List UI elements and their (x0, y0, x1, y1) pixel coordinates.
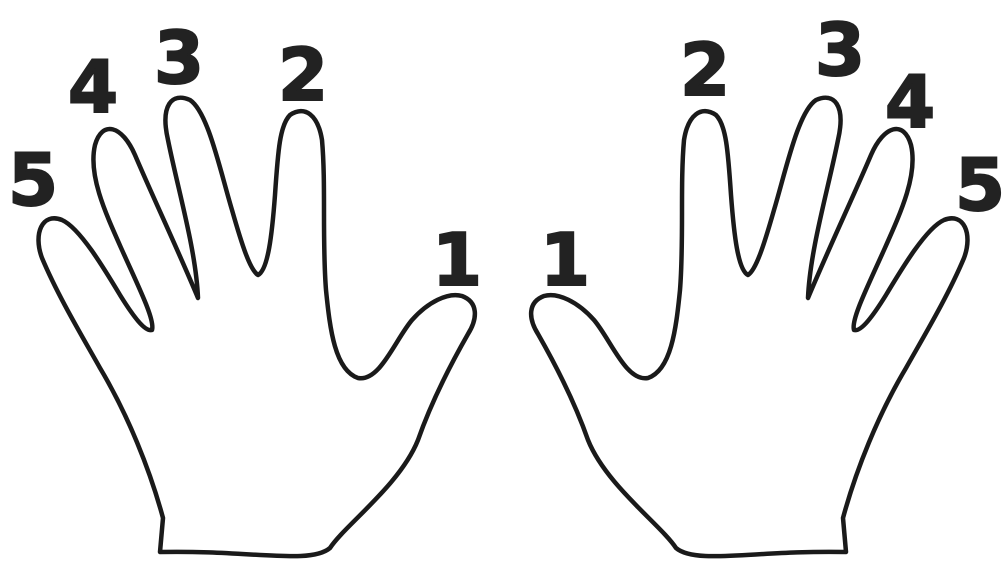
right-hand-labels: 1 2 3 4 5 (540, 8, 1005, 302)
right-thumb-label: 1 (540, 218, 590, 302)
left-hand-outline (39, 98, 475, 556)
left-ring-label: 4 (68, 45, 118, 129)
right-middle-label: 3 (815, 8, 865, 92)
right-hand (531, 98, 967, 556)
right-ring-label: 4 (885, 60, 935, 144)
left-hand: 5 4 3 2 1 (8, 16, 482, 556)
left-pinky-label: 5 (8, 138, 58, 222)
left-middle-label: 3 (154, 16, 204, 100)
right-index-label: 2 (680, 28, 730, 112)
right-hand-outline (531, 98, 967, 556)
left-thumb-label: 1 (432, 218, 482, 302)
left-index-label: 2 (278, 33, 328, 117)
right-pinky-label: 5 (955, 143, 1005, 227)
